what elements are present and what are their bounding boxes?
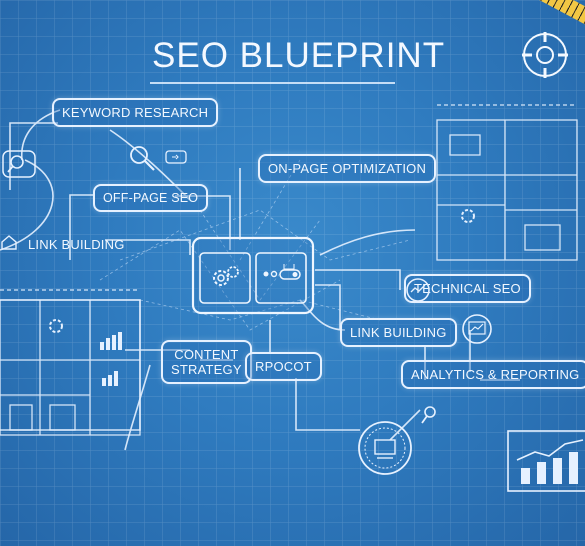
pin-icon: [421, 406, 436, 424]
magnifier-icon: [2, 150, 36, 178]
magnifier-icon: [130, 146, 155, 171]
gears-icon: [49, 319, 63, 333]
compass-rose-icon: [522, 32, 568, 78]
node-keyword-research: KEYWORD RESEARCH: [52, 98, 219, 127]
globe-icon: [406, 278, 430, 302]
node-on-page-optimization: ON-PAGE OPTIMIZATION: [258, 154, 437, 183]
page-title: SEO BLUEPRINT: [152, 36, 446, 75]
node-rpocot: RPOCOT: [245, 352, 322, 381]
gears-icon: [213, 266, 239, 286]
node-link-building-left: LINK BUILDING: [28, 237, 125, 252]
compass-icon: [358, 421, 412, 475]
node-content-strategy: CONTENT STRATEGY: [161, 340, 252, 384]
chart-icon: [462, 314, 492, 344]
bar-chart-icon: [507, 430, 585, 492]
node-link-building-right: LINK BUILDING: [340, 318, 457, 347]
tag-icon: [165, 150, 187, 164]
node-analytics-reporting: ANALYTICS & REPORTING: [401, 360, 585, 389]
bar-chart-icon: [100, 332, 122, 350]
bar-chart-icon: [102, 371, 118, 386]
toggle-icon: [263, 264, 301, 280]
house-icon: [1, 235, 17, 250]
node-off-page-seo: OFF-PAGE SEO: [93, 184, 209, 212]
title-underline: [150, 82, 395, 84]
wrench-icon: [461, 209, 475, 223]
